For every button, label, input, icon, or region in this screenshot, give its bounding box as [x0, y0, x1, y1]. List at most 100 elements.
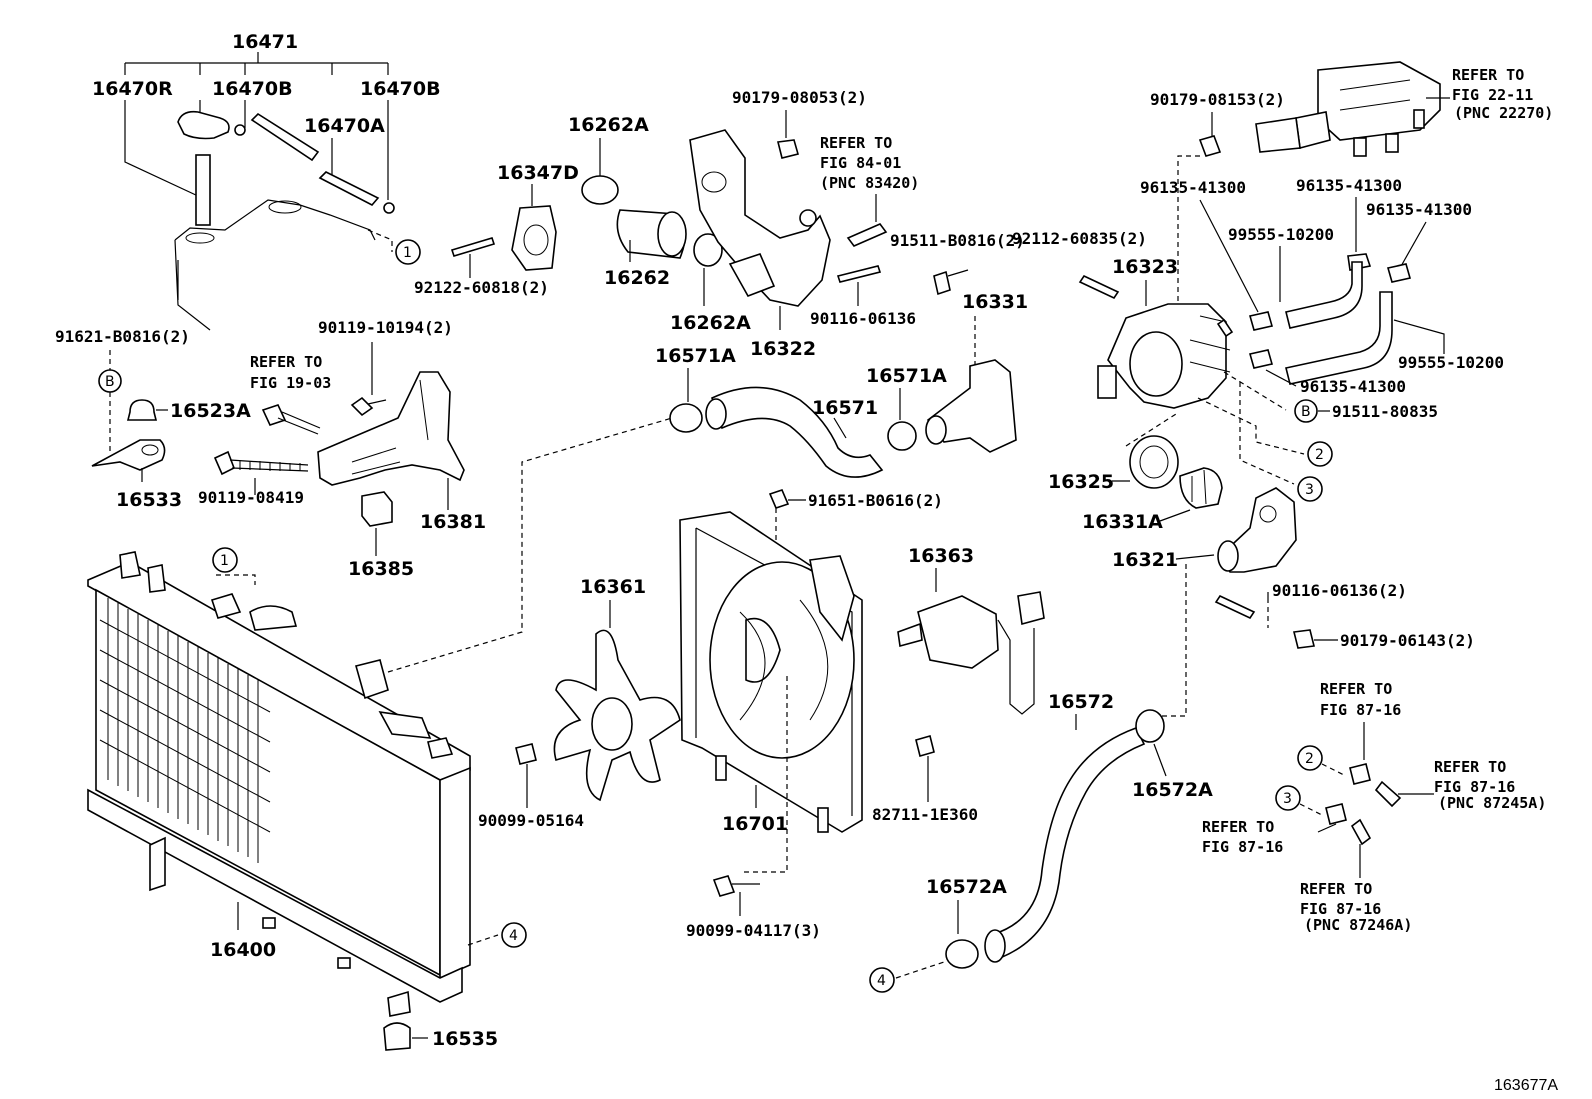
- radiator-inlet: [355, 659, 389, 700]
- ref-22-11-line2: FIG 22-11: [1452, 86, 1533, 104]
- refer-fig-87-16-group: REFER TO FIG 87-16 2 REFER TO FIG 87-16 …: [1202, 680, 1546, 934]
- gasket-16325: [1129, 435, 1179, 489]
- stud-92122-icon: [450, 237, 496, 257]
- label-92122: 92122-60818(2): [414, 278, 549, 297]
- label-16572A-b: 16572A: [926, 876, 1007, 898]
- label-16470R: 16470R: [92, 78, 173, 100]
- callout-4-a: [501, 922, 527, 948]
- hose-99555-a: [1285, 261, 1363, 329]
- ref-84-01-line2: FIG 84-01: [820, 154, 901, 172]
- callout-3-b-text: 3: [1283, 791, 1292, 807]
- label-16322: 16322: [750, 338, 816, 360]
- label-16347D: 16347D: [497, 162, 579, 184]
- label-16321: 16321: [1112, 549, 1178, 571]
- thermostat-housing-group: REFER TO FIG 22-11 (PNC 22270) 90179-081…: [1012, 61, 1553, 717]
- hose-16572-group: 16572 16572A 16572A 4: [869, 691, 1213, 993]
- ref-87245A-line2: FIG 87-16: [1434, 778, 1515, 796]
- label-16400: 16400: [210, 939, 276, 961]
- label-96135-c: 96135-41300: [1366, 200, 1472, 219]
- label-90119-10194: 90119-10194(2): [318, 318, 453, 337]
- clamp-16572A-a-icon: [1135, 709, 1165, 743]
- label-16523A: 16523A: [170, 400, 251, 422]
- label-16571A-a: 16571A: [655, 345, 736, 367]
- label-90179-08053: 90179-08053(2): [732, 88, 867, 107]
- callout-2-b: [1297, 745, 1323, 771]
- label-96135-d: 96135-41300: [1300, 377, 1406, 396]
- left-small-parts: 91621-B0816(2) B 16523A 16533 REFER TO F…: [55, 318, 486, 580]
- hose-16571: [711, 386, 884, 478]
- label-96135-a: 96135-41300: [1140, 178, 1246, 197]
- callout-1-b-text: 1: [220, 553, 229, 569]
- callout-1-a-text: 1: [403, 245, 412, 261]
- ref-22-11-line3: (PNC 22270): [1454, 104, 1553, 122]
- label-16331: 16331: [962, 291, 1028, 313]
- label-90116-06136: 90116-06136: [810, 309, 916, 328]
- thermostat-16331A: [1179, 467, 1223, 509]
- nut-90099-05164-icon: [515, 743, 537, 765]
- hose-87245A-icon: [1374, 780, 1402, 808]
- stud-90116-06136-icon: [836, 265, 882, 283]
- pipe-16322: [689, 129, 831, 307]
- bolt-90119-10194-icon: [350, 396, 374, 417]
- callout-2-a-text: 2: [1315, 447, 1324, 463]
- callout-4-a-text: 4: [509, 928, 518, 944]
- clip-82711-icon: [915, 735, 935, 757]
- radiator-16400: 16535 16400 4 1: [87, 417, 673, 1051]
- bolt-90119-08419-icon: [213, 450, 236, 476]
- hose-87246A-icon: [1350, 818, 1372, 846]
- callout-3-a-text: 3: [1305, 482, 1314, 498]
- label-90179-06143: 90179-06143(2): [1340, 631, 1475, 650]
- label-91511-80835: 91511-80835: [1332, 402, 1438, 421]
- label-16572A-a: 16572A: [1132, 779, 1213, 801]
- label-16533: 16533: [116, 489, 182, 511]
- label-16470B-a: 16470B: [212, 78, 293, 100]
- part-16535: [383, 1022, 411, 1051]
- callout-2-b-text: 2: [1305, 751, 1314, 767]
- water-outlet-group: 16347D 92122-60818(2) 16262A 16262 16262…: [414, 88, 1028, 380]
- hose-99555-b: [1285, 291, 1393, 385]
- part-16533: [91, 439, 166, 471]
- clamp-16262A-b-icon: [693, 233, 723, 267]
- reservoir-cap: [177, 110, 230, 226]
- hose-16470A-lower: [318, 171, 380, 207]
- clamp-96135-a-icon: [1248, 311, 1274, 331]
- fan-assembly-group: 91651-B0616(2) 16701 16361 90099-05164 1…: [478, 489, 1045, 940]
- nut-90179-08153-icon: [1198, 135, 1222, 157]
- label-16381: 16381: [420, 511, 486, 533]
- label-16323: 16323: [1112, 256, 1178, 278]
- nut-90179-06143-icon: [1293, 629, 1315, 649]
- ref-22-11-line1: REFER TO: [1452, 66, 1524, 84]
- ref-87-16-b-line1: REFER TO: [1202, 818, 1274, 836]
- label-16385: 16385: [348, 558, 414, 580]
- label-16325: 16325: [1048, 471, 1114, 493]
- reservoir-tank-group: 16471 16470R 16470B 16470B 16470A 1: [92, 31, 441, 331]
- label-16262A-a: 16262A: [568, 114, 649, 136]
- bolt-91511-B0816-icon: [933, 270, 951, 296]
- callout-4-b-text: 4: [877, 973, 886, 989]
- stud-92112-icon: [1078, 274, 1120, 300]
- label-16470B-b: 16470B: [360, 78, 441, 100]
- clamp-16470B-b-icon: [383, 202, 395, 214]
- label-90179-08153: 90179-08153(2): [1150, 90, 1285, 109]
- callout-1-b: [212, 547, 238, 573]
- label-90099-04117: 90099-04117(3): [686, 921, 821, 940]
- clamp-16572A-b-icon: [945, 939, 979, 969]
- clamp-96135-c-icon: [1386, 263, 1412, 283]
- gasket-16347D: [511, 205, 557, 271]
- label-96135-b: 96135-41300: [1296, 176, 1402, 195]
- ref-87246A-line3: (PNC 87246A): [1304, 916, 1412, 934]
- label-16571: 16571: [812, 397, 878, 419]
- hose-16470A: [250, 112, 320, 162]
- ref-87246A-line1: REFER TO: [1300, 880, 1372, 898]
- label-99555-a: 99555-10200: [1228, 225, 1334, 244]
- label-91511-B0816: 91511-B0816(2): [890, 231, 1025, 250]
- ref-87246A-line2: FIG 87-16: [1300, 900, 1381, 918]
- label-16470A: 16470A: [304, 115, 385, 137]
- ref-87245A-line3: (PNC 87245A): [1438, 794, 1546, 812]
- clamp-16262A-a-icon: [581, 175, 619, 205]
- label-82711: 82711-1E360: [872, 805, 978, 824]
- label-90119-08419: 90119-08419: [198, 488, 304, 507]
- ref-19-03-line1: REFER TO: [250, 353, 322, 371]
- bolt-19-03-icon: [261, 404, 287, 426]
